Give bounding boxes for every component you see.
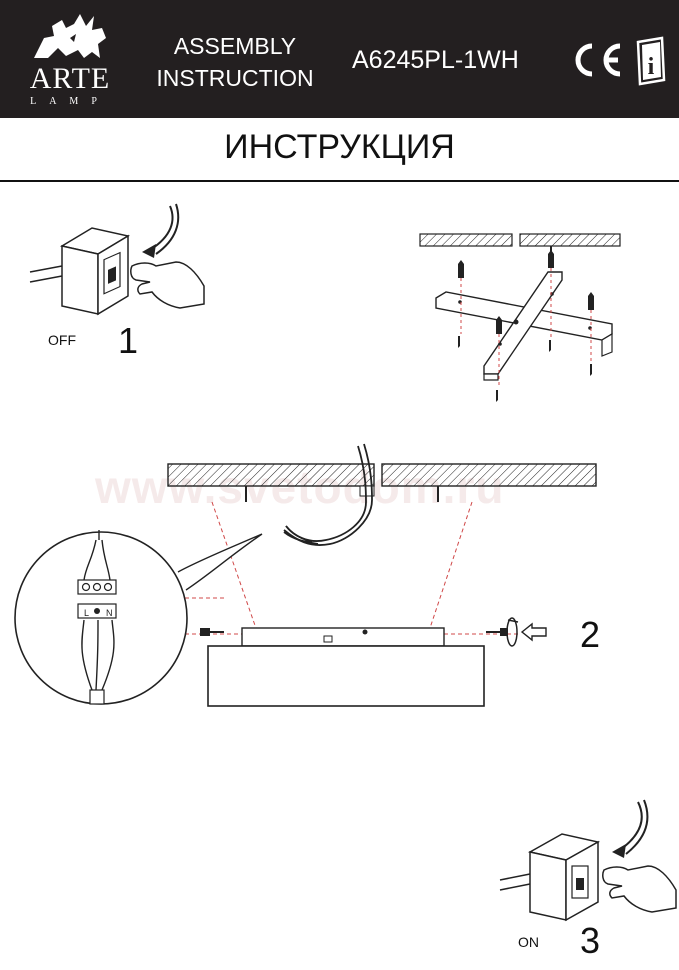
brand-sub: LAMP [30, 96, 110, 107]
supply-wire [283, 443, 373, 546]
wall-switch-icon [527, 833, 601, 922]
step3-number: 3 [580, 920, 601, 961]
doc-line-2: INSTRUCTION [156, 65, 314, 91]
document-type: ASSEMBLY INSTRUCTION [150, 30, 320, 94]
step2-installation-illustration: L N [14, 443, 597, 707]
info-book-icon: i [636, 36, 666, 86]
doc-line-1: ASSEMBLY [173, 33, 297, 59]
wall-switch-icon [60, 227, 130, 316]
model-number: A6245PL-1WH [352, 46, 519, 74]
anchor-screws [458, 250, 594, 402]
cross-bracket [435, 271, 613, 381]
hand-icon [130, 261, 205, 309]
curved-arrow-icon [612, 799, 649, 858]
title-band [0, 118, 679, 182]
terminal-label-n: N [106, 608, 113, 618]
terminal-label-l: L [84, 608, 89, 618]
side-screw-left [200, 628, 224, 636]
push-arrow-icon [520, 622, 547, 642]
side-screw-right [486, 617, 519, 647]
curved-arrow-icon [142, 203, 180, 258]
step1-switch-off-illustration [29, 203, 205, 316]
step3-switch-on-illustration [499, 799, 677, 922]
page-title: ИНСТРУКЦИЯ [224, 128, 455, 166]
mounting-bracket-illustration [419, 233, 621, 402]
terminal-connector-callout: L N [14, 530, 263, 705]
step2-number: 2 [580, 614, 601, 655]
brand-name: ARTE [29, 62, 111, 95]
griffin-icon [34, 14, 106, 58]
step3-label: ON [518, 934, 539, 950]
arte-lamp-logo: ARTE LAMP [14, 8, 126, 112]
hand-icon [602, 865, 677, 913]
ce-mark-icon [575, 43, 621, 77]
svg-text:i: i [648, 54, 655, 80]
header-bar: ARTE LAMP ASSEMBLY INSTRUCTION A6245PL-1… [0, 0, 679, 118]
step1-number: 1 [118, 320, 139, 361]
step1-label: OFF [48, 332, 76, 348]
